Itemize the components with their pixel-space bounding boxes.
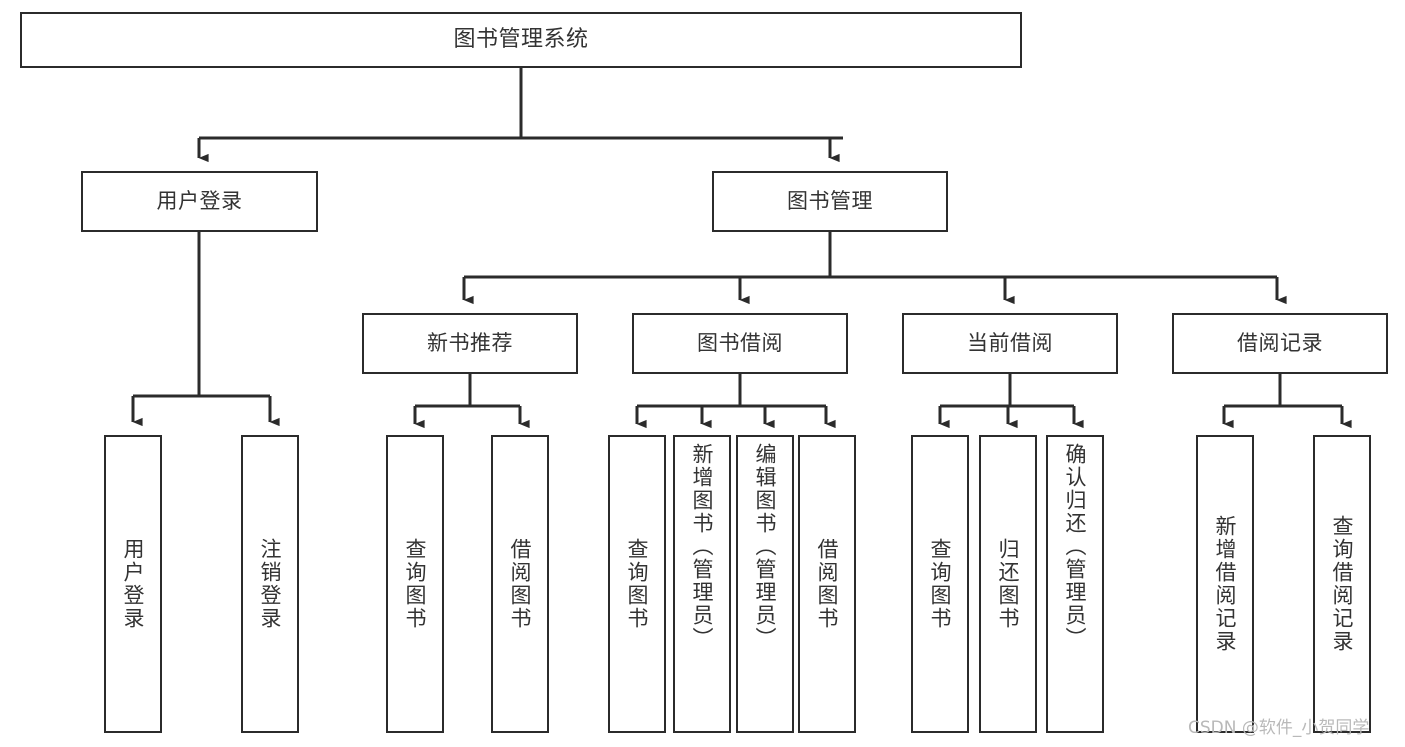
node-label: 新增图书（管理员） xyxy=(690,443,715,650)
node-user-login[interactable]: 用户登录 xyxy=(81,171,318,232)
node-label: 图书管理系统 xyxy=(453,27,589,53)
leaf-query-book-recommend[interactable]: 查询图书 xyxy=(386,435,444,733)
leaf-query-borrow-record[interactable]: 查询借阅记录 xyxy=(1313,435,1371,733)
leaf-add-borrow-record[interactable]: 新增借阅记录 xyxy=(1196,435,1254,733)
leaf-return-book[interactable]: 归还图书 xyxy=(979,435,1037,733)
leaf-add-book-admin[interactable]: 新增图书（管理员） xyxy=(673,435,731,733)
node-label: 注销登录 xyxy=(258,538,283,630)
leaf-query-book-borrow[interactable]: 查询图书 xyxy=(608,435,666,733)
leaf-logout-login[interactable]: 注销登录 xyxy=(241,435,299,733)
leaf-borrow-book-recommend[interactable]: 借阅图书 xyxy=(491,435,549,733)
node-label: 用户登录 xyxy=(121,538,146,630)
node-label: 查询借阅记录 xyxy=(1330,515,1355,653)
node-book-borrow[interactable]: 图书借阅 xyxy=(632,313,848,374)
node-label: 当前借阅 xyxy=(967,331,1053,356)
node-label: 图书管理 xyxy=(787,189,873,214)
node-label: 查询图书 xyxy=(928,538,953,630)
leaf-user-login[interactable]: 用户登录 xyxy=(104,435,162,733)
node-label: 查询图书 xyxy=(403,538,428,630)
node-label: 编辑图书（管理员） xyxy=(753,443,778,650)
node-book-management[interactable]: 图书管理 xyxy=(712,171,948,232)
node-label: 图书借阅 xyxy=(697,331,783,356)
node-new-book-recommend[interactable]: 新书推荐 xyxy=(362,313,578,374)
leaf-borrow-book-borrow[interactable]: 借阅图书 xyxy=(798,435,856,733)
node-label: 归还图书 xyxy=(996,538,1021,630)
node-label: 查询图书 xyxy=(625,538,650,630)
node-borrow-record[interactable]: 借阅记录 xyxy=(1172,313,1388,374)
node-label: 借阅图书 xyxy=(508,538,533,630)
node-root-book-management-system[interactable]: 图书管理系统 xyxy=(20,12,1022,68)
node-label: 新书推荐 xyxy=(427,331,513,356)
leaf-edit-book-admin[interactable]: 编辑图书（管理员） xyxy=(736,435,794,733)
node-current-borrow[interactable]: 当前借阅 xyxy=(902,313,1118,374)
leaf-query-book-current[interactable]: 查询图书 xyxy=(911,435,969,733)
node-label: 新增借阅记录 xyxy=(1213,515,1238,653)
node-label: 用户登录 xyxy=(156,189,243,214)
node-label: 确认归还（管理员） xyxy=(1063,443,1088,650)
leaf-confirm-return-admin[interactable]: 确认归还（管理员） xyxy=(1046,435,1104,733)
csdn-watermark: CSDN @软件_小贺同学 xyxy=(1188,718,1370,738)
node-label: 借阅图书 xyxy=(815,538,840,630)
node-label: 借阅记录 xyxy=(1237,331,1323,356)
